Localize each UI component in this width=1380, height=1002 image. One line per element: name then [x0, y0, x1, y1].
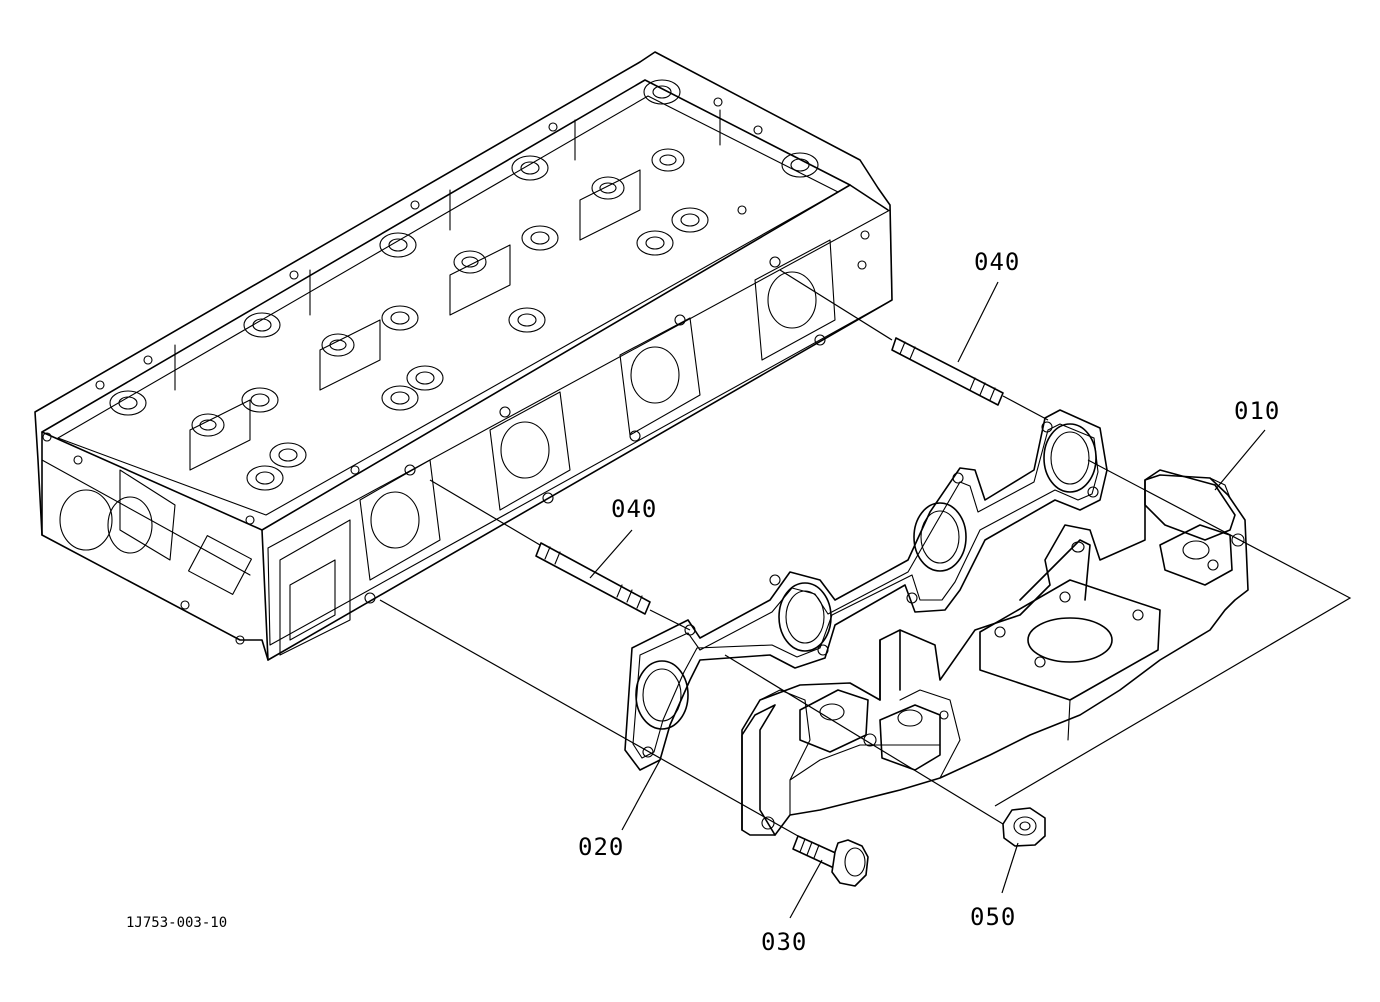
- nut: [1002, 807, 1046, 847]
- callout-010: 010: [1234, 397, 1281, 425]
- callout-040-upper: 040: [974, 248, 1021, 276]
- callout-040-lower: 040: [611, 495, 658, 523]
- callout-020: 020: [578, 833, 625, 861]
- callout-030: 030: [761, 928, 808, 956]
- callout-050: 050: [970, 903, 1017, 931]
- leader-lines: [589, 281, 1266, 919]
- gasket: [624, 409, 1108, 771]
- drawing-number: 1J753-003-10: [126, 915, 228, 931]
- exhaust-manifold: [741, 469, 1249, 836]
- stud-upper: [891, 337, 1004, 406]
- stud-lower: [535, 542, 651, 615]
- bolt: [792, 835, 869, 887]
- cylinder-head: [34, 51, 893, 661]
- assembly-lines: [379, 269, 1352, 837]
